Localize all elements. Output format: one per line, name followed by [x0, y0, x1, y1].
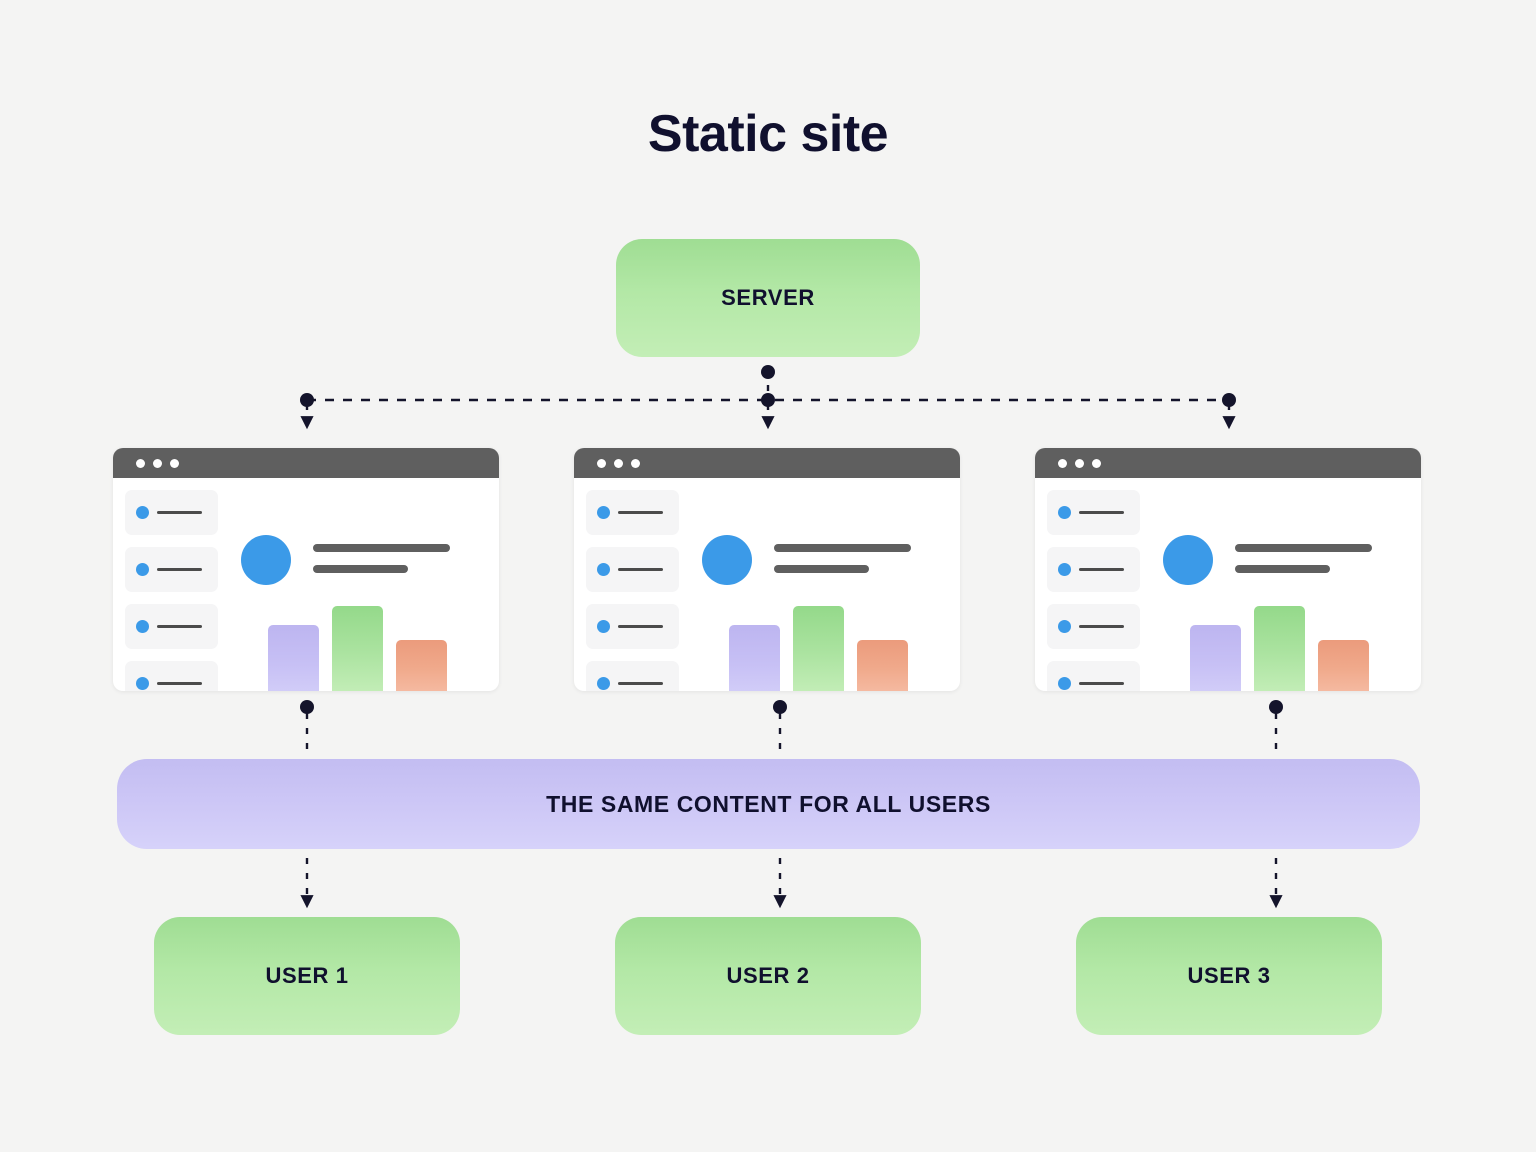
browser-window-3[interactable]: [1035, 448, 1421, 691]
placeholder-text-line: [157, 568, 202, 571]
user-label-3: USER 3: [1187, 963, 1271, 988]
list-item[interactable]: [125, 661, 218, 691]
placeholder-text-line: [618, 625, 663, 628]
browser-sidebar: [1047, 490, 1140, 691]
titlebar-dot-maximize-icon: [1092, 459, 1101, 468]
placeholder-heading-line: [774, 544, 911, 552]
titlebar-dot-minimize-icon: [153, 459, 162, 468]
titlebar-dot-close-icon: [597, 459, 606, 468]
placeholder-text-line: [618, 511, 663, 514]
chart-bar-orange: [857, 640, 908, 691]
chart-bar-green: [1254, 606, 1305, 691]
chart-bar-purple: [268, 625, 319, 691]
titlebar-dot-close-icon: [136, 459, 145, 468]
bullet-icon: [597, 563, 610, 576]
browser-window-1[interactable]: [113, 448, 499, 691]
shared-content-label: THE SAME CONTENT FOR ALL USERS: [546, 790, 991, 817]
server-node[interactable]: SERVER: [616, 239, 920, 357]
list-item[interactable]: [125, 604, 218, 649]
list-item[interactable]: [125, 490, 218, 535]
browser-window-2[interactable]: [574, 448, 960, 691]
avatar: [241, 535, 291, 585]
placeholder-heading-line: [313, 544, 450, 552]
bullet-icon: [1058, 563, 1071, 576]
placeholder-subheading-line: [1235, 565, 1330, 573]
page-title: Static site: [647, 105, 889, 163]
connector-node-browser-2-out: [773, 700, 787, 714]
connector-node-left: [300, 393, 314, 407]
list-item[interactable]: [1047, 661, 1140, 691]
browser-titlebar: [574, 448, 960, 478]
chart-bar-orange: [396, 640, 447, 691]
placeholder-text-line: [157, 682, 202, 685]
bullet-icon: [136, 620, 149, 633]
list-item[interactable]: [1047, 604, 1140, 649]
placeholder-text-line: [1079, 511, 1124, 514]
chart-bar-purple: [729, 625, 780, 691]
titlebar-dot-minimize-icon: [614, 459, 623, 468]
placeholder-text-line: [157, 511, 202, 514]
bullet-icon: [597, 677, 610, 690]
user-label-1: USER 1: [265, 963, 349, 988]
placeholder-subheading-line: [313, 565, 408, 573]
chart-bar-green: [793, 606, 844, 691]
placeholder-text-line: [618, 568, 663, 571]
connector-node-browser-1-out: [300, 700, 314, 714]
bullet-icon: [136, 506, 149, 519]
connector-node-center: [761, 393, 775, 407]
chart-bar-orange: [1318, 640, 1369, 691]
avatar: [1163, 535, 1213, 585]
list-item[interactable]: [586, 661, 679, 691]
user-node-2[interactable]: USER 2: [615, 917, 921, 1035]
bullet-icon: [597, 620, 610, 633]
placeholder-text-line: [1079, 568, 1124, 571]
list-item[interactable]: [586, 547, 679, 592]
user-node-1[interactable]: USER 1: [154, 917, 460, 1035]
titlebar-dot-minimize-icon: [1075, 459, 1084, 468]
list-item[interactable]: [586, 490, 679, 535]
placeholder-text-line: [1079, 682, 1124, 685]
chart-bar-purple: [1190, 625, 1241, 691]
list-item[interactable]: [586, 604, 679, 649]
bullet-icon: [597, 506, 610, 519]
connector-node-right: [1222, 393, 1236, 407]
list-item[interactable]: [1047, 490, 1140, 535]
list-item[interactable]: [1047, 547, 1140, 592]
chart-bar-green: [332, 606, 383, 691]
browser-sidebar: [586, 490, 679, 691]
placeholder-text-line: [1079, 625, 1124, 628]
user-label-2: USER 2: [726, 963, 810, 988]
bullet-icon: [1058, 620, 1071, 633]
bullet-icon: [1058, 677, 1071, 690]
titlebar-dot-close-icon: [1058, 459, 1067, 468]
placeholder-text-line: [618, 682, 663, 685]
browser-sidebar: [125, 490, 218, 691]
shared-content-bar[interactable]: THE SAME CONTENT FOR ALL USERS: [117, 759, 1420, 849]
titlebar-dot-maximize-icon: [170, 459, 179, 468]
connector-node-browser-3-out: [1269, 700, 1283, 714]
list-item[interactable]: [125, 547, 218, 592]
user-node-3[interactable]: USER 3: [1076, 917, 1382, 1035]
browser-titlebar: [113, 448, 499, 478]
browser-titlebar: [1035, 448, 1421, 478]
placeholder-subheading-line: [774, 565, 869, 573]
bullet-icon: [136, 563, 149, 576]
bullet-icon: [136, 677, 149, 690]
server-label: SERVER: [721, 285, 815, 310]
placeholder-heading-line: [1235, 544, 1372, 552]
titlebar-dot-maximize-icon: [631, 459, 640, 468]
connector-node-server: [761, 365, 775, 379]
bullet-icon: [1058, 506, 1071, 519]
avatar: [702, 535, 752, 585]
placeholder-text-line: [157, 625, 202, 628]
